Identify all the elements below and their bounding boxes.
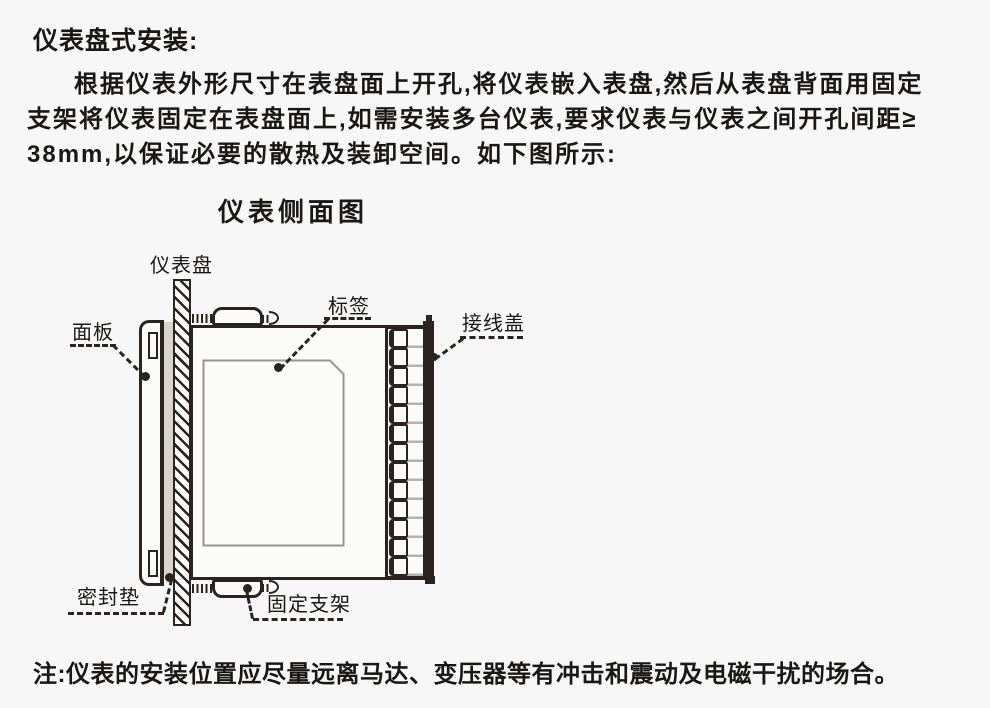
screw-head-bottom <box>269 580 279 594</box>
terminal-cover-nub <box>426 315 432 322</box>
screw-thread-bottom-right <box>262 584 270 592</box>
paragraph-line: 支架将仪表固定在表盘面上,如需安装多台仪表,要求仪表与仪表之间开孔间距≥ <box>27 106 918 133</box>
terminal-cover-bar <box>423 321 434 579</box>
terminal-cell <box>389 386 408 405</box>
terminal-cell <box>389 424 408 443</box>
mounting-bracket-top <box>212 307 263 326</box>
underline-mounting-bracket <box>253 618 343 621</box>
bezel-slot-top <box>148 332 158 359</box>
terminal-block <box>389 329 408 576</box>
terminal-cell <box>389 329 408 348</box>
terminal-cell <box>389 557 408 576</box>
terminal-cell <box>389 405 408 424</box>
terminal-spacer-column <box>408 329 423 576</box>
top-edge-line <box>386 325 425 329</box>
panel-board-hatch <box>173 279 191 626</box>
label-front-panel: 面板 <box>72 322 114 344</box>
mounting-bracket-bottom <box>212 579 263 598</box>
dot-front-panel <box>141 372 150 381</box>
terminal-cell <box>389 348 408 367</box>
paragraph-line: 38mm,以保证必要的散热及装卸空间。如下图所示: <box>27 141 618 168</box>
terminal-cell <box>389 519 408 538</box>
label-terminal-cover: 接线盖 <box>462 313 525 335</box>
terminal-cell <box>389 367 408 386</box>
dot-terminal-cover <box>430 353 438 361</box>
label-gasket: 密封垫 <box>77 587 140 609</box>
leader-terminal-cover <box>434 337 465 361</box>
note-text: 注:仪表的安装位置应尽量远离马达、变压器等有冲击和震动及电磁干扰的场合。 <box>33 661 899 688</box>
screw-thread-top-left <box>192 314 213 323</box>
label-mounting-bracket: 固定支架 <box>267 594 351 616</box>
label-panel-board: 仪表盘 <box>150 255 213 277</box>
bottom-edge-line <box>386 576 425 580</box>
bezel-slot-bottom <box>148 550 158 577</box>
label-window <box>202 359 345 547</box>
screw-head-top <box>269 311 279 325</box>
terminal-cell <box>389 443 408 462</box>
dot-gasket <box>165 573 174 582</box>
terminal-cell <box>389 538 408 557</box>
underline-gasket <box>68 612 164 615</box>
terminal-cell <box>389 481 408 500</box>
label-sticker: 标签 <box>328 296 370 318</box>
front-panel-bezel <box>139 320 164 586</box>
terminal-cell <box>389 500 408 519</box>
dot-mounting-bracket <box>243 584 252 593</box>
diagram-title: 仪表侧面图 <box>218 198 369 227</box>
paragraph-line: 根据仪表外形尺寸在表盘面上开孔,将仪表嵌入表盘,然后从表盘背面用固定 <box>74 71 924 98</box>
underline-front-panel <box>70 344 116 347</box>
dot-sticker <box>274 363 283 372</box>
screw-thread-top-right <box>262 315 270 323</box>
terminal-cover-foot <box>425 576 435 584</box>
instrument-body <box>190 325 388 580</box>
screw-thread-bottom-left <box>192 584 213 593</box>
page-heading: 仪表盘式安装: <box>33 27 199 55</box>
underline-sticker <box>324 317 371 320</box>
terminal-cell <box>389 462 408 481</box>
gasket-strip <box>164 322 173 578</box>
underline-terminal-cover <box>460 336 523 339</box>
